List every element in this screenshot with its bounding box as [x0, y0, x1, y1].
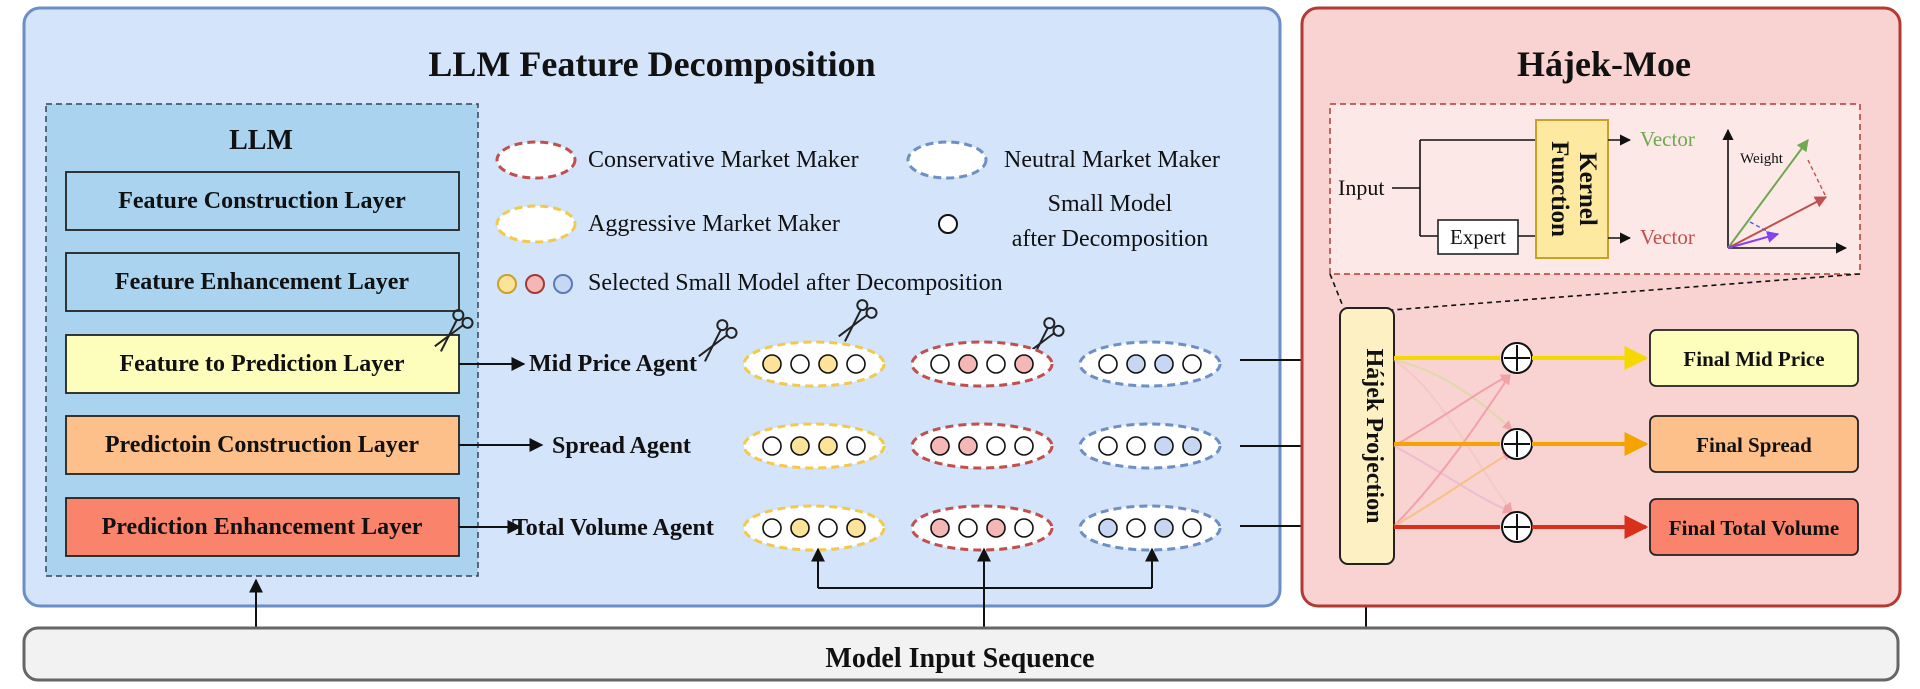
- agent-total-volume-label: Total Volume Agent: [512, 515, 714, 541]
- layer-label: Feature Enhancement Layer: [115, 269, 410, 295]
- vector-top-label: Vector: [1640, 127, 1695, 151]
- weight-label: Weight: [1740, 151, 1784, 167]
- layer-feature-to-prediction: [65, 334, 460, 394]
- right-panel-title: Hájek-Moe: [1517, 44, 1691, 84]
- spread-aggressive-group: [742, 422, 886, 470]
- legend-neutral-label: Neutral Market Maker: [1004, 147, 1220, 173]
- output-label: Final Mid Price: [1683, 347, 1824, 371]
- legend-selected-blue: [553, 274, 573, 294]
- scissors-icon: [434, 309, 474, 352]
- expert-label: Expert: [1450, 225, 1506, 249]
- sum-node-icon: [1501, 511, 1533, 543]
- layer-label: Prediction Enhancement Layer: [102, 514, 423, 540]
- layer-prediction-enhancement: [65, 497, 460, 557]
- legend-selected-label: Selected Small Model after Decomposition: [588, 270, 1003, 296]
- kernel-label-line2: Function: [1546, 141, 1573, 237]
- hajek-projection-box: [1339, 307, 1395, 565]
- scissors-icon: [838, 299, 878, 342]
- legend-selected-yellow: [497, 274, 517, 294]
- legend-selected-red: [525, 274, 545, 294]
- legend-small-model-line2: after Decomposition: [1012, 226, 1209, 252]
- layer-label: Feature to Prediction Layer: [119, 351, 404, 377]
- legend-neutral-swatch: [906, 140, 988, 180]
- legend-aggressive-label: Aggressive Market Maker: [588, 211, 840, 237]
- sum-node-icon: [1501, 342, 1533, 374]
- legend-aggressive-swatch: [495, 204, 577, 244]
- output-label: Final Total Volume: [1669, 516, 1839, 540]
- vector-bottom-label: Vector: [1640, 225, 1695, 249]
- layer-label: Predictoin Construction Layer: [105, 432, 420, 458]
- spread-conservative-group: [910, 422, 1054, 470]
- output-final-spread: [1649, 415, 1859, 473]
- hajek-projection-label: Hájek Projection: [1361, 349, 1387, 524]
- mid-price-aggressive-group: [742, 340, 886, 388]
- output-final-mid-price: [1649, 329, 1859, 387]
- mid-price-neutral-group: [1078, 340, 1222, 388]
- total-volume-aggressive-group: [742, 504, 886, 552]
- weight-vector-plot: [1722, 128, 1848, 254]
- layer-label: Feature Construction Layer: [118, 188, 406, 214]
- agent-mid-price-label: Mid Price Agent: [529, 351, 697, 377]
- sum-node-icon: [1501, 428, 1533, 460]
- mid-price-conservative-group: [910, 340, 1054, 388]
- model-input-sequence-label: Model Input Sequence: [825, 643, 1094, 674]
- kernel-label-line1: Kernel: [1574, 152, 1601, 226]
- total-volume-neutral-group: [1078, 504, 1222, 552]
- spread-neutral-group: [1078, 422, 1222, 470]
- legend-conservative-label: Conservative Market Maker: [588, 147, 859, 173]
- output-label: Final Spread: [1696, 433, 1812, 457]
- layer-prediction-construction: [65, 415, 460, 475]
- scissors-icon: [698, 319, 738, 362]
- legend-small-model-line1: Small Model: [1048, 191, 1173, 217]
- legend-small-model-swatch: [938, 214, 958, 234]
- left-panel-title: LLM Feature Decomposition: [428, 44, 875, 84]
- projection-cross-curves: [1393, 359, 1513, 527]
- layer-feature-construction: [65, 171, 460, 231]
- expert-box: [1437, 219, 1519, 255]
- total-volume-conservative-group: [910, 504, 1054, 552]
- layer-feature-enhancement: [65, 252, 460, 312]
- output-final-total-volume: [1649, 498, 1859, 556]
- model-input-sequence-bar: [22, 626, 1900, 682]
- kernel-function-box: [1535, 119, 1609, 259]
- llm-title: LLM: [229, 125, 293, 156]
- detail-input-label: Input: [1338, 175, 1384, 200]
- legend-conservative-swatch: [495, 140, 577, 180]
- agent-spread-label: Spread Agent: [552, 433, 691, 459]
